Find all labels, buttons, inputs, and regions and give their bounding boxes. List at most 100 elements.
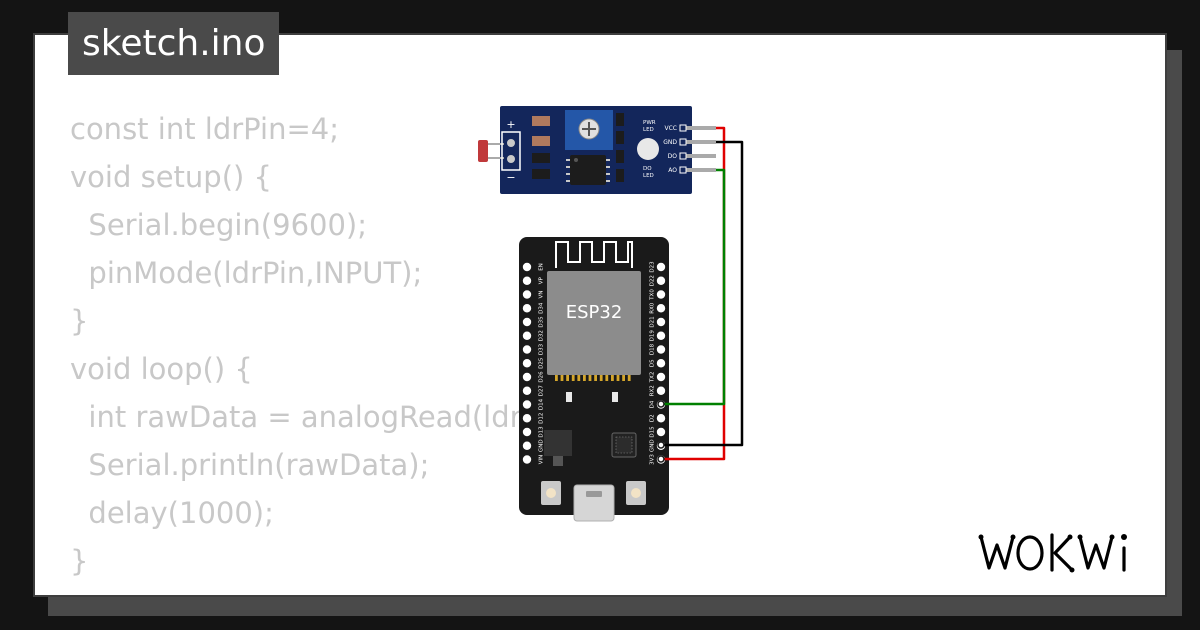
castellation-pad (555, 375, 558, 381)
esp32-pin-label: D35 (539, 316, 545, 328)
esp32-module-shield (547, 271, 641, 375)
esp32-pin-hole[interactable] (656, 427, 666, 437)
esp32-pin-label: RX2 (650, 385, 656, 396)
esp32-pin-hole[interactable] (656, 414, 666, 423)
regulator-tab (553, 456, 563, 466)
esp32-pin-label: TX0 (650, 289, 656, 301)
castellation-pad (571, 375, 575, 381)
esp32-pin-hole[interactable] (522, 386, 532, 395)
esp32-pin-label: GND (650, 439, 656, 452)
esp32-pin-label: VIN (539, 455, 545, 465)
smd-resistor (566, 392, 572, 402)
esp32-pin-hole[interactable] (656, 276, 666, 285)
castellation-pad (611, 375, 614, 381)
castellation-pad (583, 375, 586, 381)
minus-marking: − (506, 171, 515, 184)
esp32-pin-hole[interactable] (522, 345, 532, 354)
esp32-pin-label: D4 (650, 400, 656, 408)
esp32-pin-hole[interactable] (656, 331, 666, 340)
esp32-pin-hole[interactable] (522, 262, 532, 272)
esp32-pin-hole[interactable] (656, 359, 666, 368)
esp32-pin-hole[interactable] (522, 359, 532, 368)
esp32-pin-hole[interactable] (522, 331, 532, 340)
castellation-pad (566, 375, 569, 381)
esp32-pin-hole[interactable] (522, 414, 532, 423)
pin-label-ao: AO (668, 167, 677, 174)
esp32-pin-label: EN (539, 263, 545, 271)
chip-notch (574, 158, 578, 162)
pin-label-do: DO (668, 153, 678, 160)
usb-slot (586, 491, 602, 497)
esp32-pin-label: D12 (539, 413, 545, 424)
wire-ao-to-d4[interactable] (661, 168, 726, 406)
esp32-pin-label: VN (539, 291, 545, 299)
led-lens (637, 138, 659, 160)
esp32-pin-hole[interactable] (656, 345, 666, 354)
pin-label-gnd: GND (663, 139, 677, 146)
castellation-pad (594, 375, 597, 381)
pin-3v3-terminal (657, 455, 665, 463)
right-pin-labels: D23D22TX0RX0D21D19D18D5TX2RX2D4D2D15GND3… (650, 261, 656, 465)
esp32-pin-label: D23 (650, 261, 656, 273)
left-pin-labels: ENVPVND34D35D32D33D25D26D27D14D12D13GNDV… (539, 263, 545, 464)
esp32-pin-label: D32 (539, 330, 545, 341)
code-line: delay(1000); (70, 496, 274, 530)
esp32-board[interactable]: ESP32 ENVPVND34D35D32D33D25D26D27D14D12D… (519, 237, 669, 522)
esp32-pin-hole[interactable] (522, 400, 532, 409)
esp32-pin-label: D21 (650, 316, 656, 327)
castellation-pad (588, 375, 592, 381)
boot-button-cap[interactable] (546, 488, 556, 498)
code-line: Serial.begin(9600); (70, 208, 368, 242)
pcb-antenna (555, 241, 633, 268)
sketch-filename-tab: sketch.ino (68, 12, 280, 75)
esp32-pin-hole[interactable] (656, 317, 666, 327)
esp32-pin-hole[interactable] (656, 372, 666, 382)
left-pin-header[interactable] (522, 262, 532, 464)
pin-d4-terminal (657, 400, 665, 408)
esp32-pin-hole[interactable] (656, 262, 666, 272)
smd-resistor (612, 392, 618, 402)
esp32-pin-hole[interactable] (522, 427, 532, 437)
comparator-chip (570, 155, 606, 185)
wire-gnd-to-gnd[interactable] (661, 140, 744, 447)
esp32-pin-label: D19 (650, 330, 656, 342)
esp32-pin-label: VP (539, 277, 545, 285)
esp32-pin-label: D34 (539, 302, 545, 314)
esp32-pin-label: TX2 (650, 372, 656, 384)
en-button-cap[interactable] (631, 488, 641, 498)
esp32-pin-hole[interactable] (522, 372, 532, 382)
castellation-pad (622, 375, 625, 381)
code-line: pinMode(ldrPin,INPUT); (70, 256, 423, 290)
esp32-pin-hole[interactable] (522, 317, 532, 327)
esp32-pin-label: D26 (539, 371, 545, 383)
code-line: void setup() { (70, 160, 272, 194)
castellation-pad (599, 375, 603, 381)
socket-pin (507, 155, 515, 163)
esp32-pin-label: D18 (650, 343, 656, 355)
esp32-pin-hole[interactable] (522, 290, 532, 299)
right-pin-header[interactable] (656, 262, 666, 464)
esp32-pin-hole[interactable] (522, 441, 532, 450)
esp32-pin-hole[interactable] (522, 455, 532, 464)
esp32-pin-hole[interactable] (522, 276, 532, 285)
castellation-pad (627, 375, 631, 381)
code-line: } (70, 544, 89, 578)
esp32-pin-hole[interactable] (656, 386, 666, 395)
esp32-pin-label: D2 (650, 414, 656, 422)
code-line: const int ldrPin=4; (70, 112, 339, 146)
esp32-pin-label: D33 (539, 343, 545, 355)
esp32-pin-label: GND (539, 439, 545, 452)
castellation-pad (605, 375, 609, 381)
micro-usb-port[interactable] (573, 484, 615, 522)
esp32-pin-hole[interactable] (656, 304, 666, 313)
esp32-pin-label: D25 (539, 357, 545, 369)
wokwi-logo[interactable] (978, 528, 1150, 576)
chip-pad (615, 436, 633, 454)
esp32-pin-hole[interactable] (656, 290, 666, 299)
esp32-pin-hole[interactable] (522, 304, 532, 313)
smd-components (532, 113, 624, 182)
esp32-pin-label: D14 (539, 398, 545, 410)
esp32-pin-label: D15 (650, 426, 656, 438)
